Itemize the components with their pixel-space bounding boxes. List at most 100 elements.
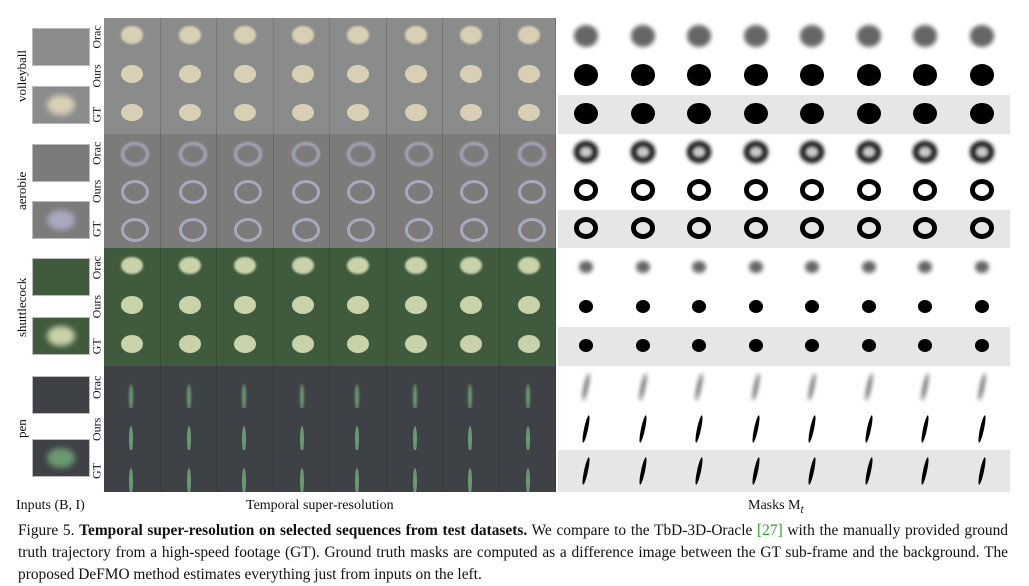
mask-aerobie-ours-5 bbox=[784, 172, 841, 210]
sr-frame-shuttlecock-orac-4 bbox=[273, 248, 330, 288]
sr-frame-shuttlecock-gt-8 bbox=[499, 326, 556, 366]
mask-volleyball-orac-7 bbox=[897, 18, 954, 57]
sr-frame-pen-ours-3 bbox=[217, 408, 274, 452]
sr-frame-pen-gt-5 bbox=[330, 450, 387, 492]
sr-frame-aerobie-gt-4 bbox=[273, 210, 330, 248]
mask-aerobie-orac-1 bbox=[558, 134, 615, 172]
sr-frame-shuttlecock-gt-6 bbox=[386, 326, 443, 366]
mask-volleyball-ours-4 bbox=[727, 56, 784, 96]
mask-aerobie-ours-2 bbox=[614, 172, 671, 210]
sr-frame-shuttlecock-orac-3 bbox=[217, 248, 274, 288]
mask-shuttlecock-orac-4 bbox=[727, 248, 784, 288]
mask-volleyball-orac-6 bbox=[840, 18, 897, 57]
mask-aerobie-gt-1 bbox=[558, 210, 615, 248]
mask-aerobie-ours-1 bbox=[558, 172, 615, 210]
mask-aerobie-orac-2 bbox=[614, 134, 671, 172]
masks-label: Masks Mt bbox=[748, 498, 804, 516]
mask-shuttlecock-ours-5 bbox=[784, 287, 841, 327]
sr-frame-volleyball-ours-8 bbox=[499, 56, 556, 96]
sr-frame-volleyball-gt-6 bbox=[386, 95, 443, 134]
mask-volleyball-ours-5 bbox=[784, 56, 841, 96]
sr-frame-volleyball-orac-6 bbox=[386, 18, 443, 57]
mask-volleyball-gt-1 bbox=[558, 95, 615, 134]
sr-frame-aerobie-orac-7 bbox=[443, 134, 500, 172]
mask-aerobie-orac-6 bbox=[840, 134, 897, 172]
sr-frame-shuttlecock-ours-8 bbox=[499, 287, 556, 327]
mask-pen-ours-7 bbox=[897, 408, 954, 450]
mask-shuttlecock-ours-8 bbox=[953, 287, 1010, 327]
sr-frame-volleyball-orac-1 bbox=[104, 18, 161, 57]
row-label-shuttlecock-gt: GT bbox=[89, 338, 104, 355]
sr-frame-volleyball-gt-7 bbox=[443, 95, 500, 134]
mask-volleyball-orac-4 bbox=[727, 18, 784, 57]
temporal-super-resolution-panel bbox=[104, 18, 556, 492]
mask-pen-ours-4 bbox=[727, 408, 784, 450]
mask-pen-gt-1 bbox=[558, 450, 615, 492]
mask-pen-gt-8 bbox=[953, 450, 1010, 492]
mask-pen-orac-3 bbox=[671, 366, 728, 408]
mask-volleyball-orac-1 bbox=[558, 18, 615, 57]
sr-frame-volleyball-orac-4 bbox=[273, 18, 330, 57]
shuttlecock-blurred-input bbox=[32, 317, 90, 355]
mask-shuttlecock-orac-7 bbox=[897, 248, 954, 288]
shuttlecock-background-input bbox=[32, 258, 90, 296]
sr-frame-aerobie-orac-4 bbox=[273, 134, 330, 172]
sr-frame-shuttlecock-gt-3 bbox=[217, 326, 274, 366]
sr-frame-shuttlecock-ours-3 bbox=[217, 287, 274, 327]
sr-frame-aerobie-orac-6 bbox=[386, 134, 443, 172]
sr-frame-aerobie-ours-1 bbox=[104, 172, 161, 210]
mask-volleyball-gt-8 bbox=[953, 95, 1010, 134]
sr-frame-volleyball-ours-7 bbox=[443, 56, 500, 96]
sr-frame-pen-gt-2 bbox=[160, 450, 217, 492]
row-label-pen-gt: GT bbox=[89, 463, 104, 479]
sr-frame-aerobie-gt-6 bbox=[386, 210, 443, 248]
citation-link[interactable]: [27] bbox=[757, 522, 783, 539]
sr-frame-volleyball-orac-2 bbox=[160, 18, 217, 57]
sr-frame-pen-orac-4 bbox=[273, 366, 330, 410]
row-label-aerobie-gt: GT bbox=[89, 221, 104, 237]
volleyball-blurred-input bbox=[32, 86, 90, 124]
mask-pen-gt-2 bbox=[614, 450, 671, 492]
mask-aerobie-ours-3 bbox=[671, 172, 728, 210]
sr-frame-aerobie-ours-7 bbox=[443, 172, 500, 210]
sr-frame-shuttlecock-ours-4 bbox=[273, 287, 330, 327]
sr-frame-aerobie-ours-5 bbox=[330, 172, 387, 210]
row-label-volleyball-orac: Orac bbox=[89, 25, 104, 49]
aerobie-background-input bbox=[32, 144, 90, 182]
mask-pen-ours-3 bbox=[671, 408, 728, 450]
sr-frame-pen-orac-1 bbox=[104, 366, 161, 410]
mask-aerobie-ours-6 bbox=[840, 172, 897, 210]
sr-frame-shuttlecock-orac-6 bbox=[386, 248, 443, 288]
mask-shuttlecock-ours-2 bbox=[614, 287, 671, 327]
sr-frame-pen-orac-2 bbox=[160, 366, 217, 410]
mask-shuttlecock-gt-5 bbox=[784, 326, 841, 366]
mask-shuttlecock-gt-2 bbox=[614, 326, 671, 366]
mask-aerobie-orac-3 bbox=[671, 134, 728, 172]
sr-frame-aerobie-ours-6 bbox=[386, 172, 443, 210]
mask-aerobie-gt-5 bbox=[784, 210, 841, 248]
mask-pen-orac-7 bbox=[897, 366, 954, 408]
caption-text-1: We compare to the TbD-3D-Oracle bbox=[527, 522, 758, 539]
row-label-aerobie-ours: Ours bbox=[89, 179, 104, 203]
sr-frame-pen-orac-6 bbox=[386, 366, 443, 410]
group-label-shuttlecock: shuttlecock bbox=[14, 277, 29, 337]
mask-pen-orac-5 bbox=[784, 366, 841, 408]
mask-shuttlecock-orac-5 bbox=[784, 248, 841, 288]
mask-volleyball-ours-1 bbox=[558, 56, 615, 96]
sr-frame-shuttlecock-orac-2 bbox=[160, 248, 217, 288]
sr-frame-volleyball-ours-3 bbox=[217, 56, 274, 96]
sr-frame-volleyball-ours-5 bbox=[330, 56, 387, 96]
sr-frame-pen-gt-8 bbox=[499, 450, 556, 492]
mask-volleyball-orac-8 bbox=[953, 18, 1010, 57]
mask-shuttlecock-orac-8 bbox=[953, 248, 1010, 288]
sr-frame-shuttlecock-gt-1 bbox=[104, 326, 161, 366]
sr-frame-pen-ours-8 bbox=[499, 408, 556, 452]
mask-shuttlecock-ours-7 bbox=[897, 287, 954, 327]
sr-frame-shuttlecock-ours-6 bbox=[386, 287, 443, 327]
sr-frame-volleyball-gt-2 bbox=[160, 95, 217, 134]
mask-shuttlecock-gt-8 bbox=[953, 326, 1010, 366]
sr-frame-aerobie-orac-5 bbox=[330, 134, 387, 172]
mask-shuttlecock-gt-7 bbox=[897, 326, 954, 366]
